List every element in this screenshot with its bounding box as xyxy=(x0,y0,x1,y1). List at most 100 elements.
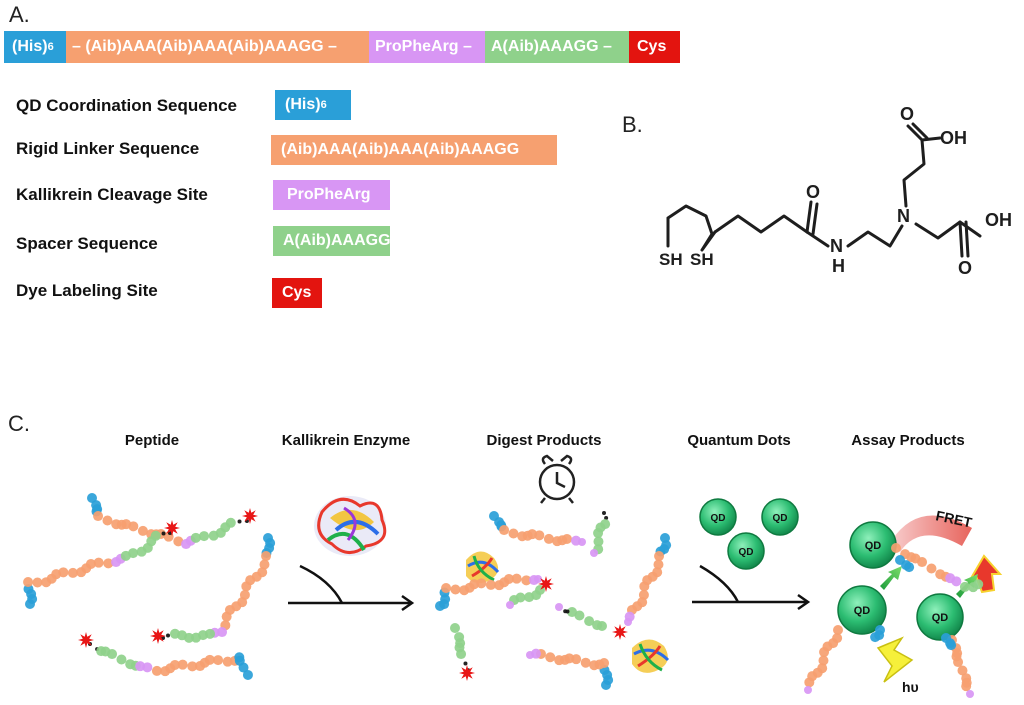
stage-title-digest: Digest Products xyxy=(486,432,602,449)
peptide-bead xyxy=(926,563,937,574)
peptide-bead xyxy=(217,627,228,638)
peptide-bead xyxy=(456,649,467,660)
peptide-bead xyxy=(951,576,962,587)
peptide-bead xyxy=(93,557,104,568)
cleaved-end xyxy=(555,603,563,611)
qd-assay-1-label: QD xyxy=(865,540,882,552)
peptide-bead xyxy=(173,536,184,547)
legend-box-dye: Cys xyxy=(272,278,322,308)
peptide-bead xyxy=(199,531,210,542)
seq-sep-2: – xyxy=(327,38,337,55)
peptide-bead xyxy=(238,662,249,673)
atom-oh2: OH xyxy=(985,210,1012,230)
qd-free-3: QD xyxy=(727,532,765,570)
upper-oh-bond xyxy=(920,136,942,142)
peptide-bead xyxy=(833,625,843,635)
kallikrein-enzyme xyxy=(314,496,387,556)
peptide-bead xyxy=(511,573,522,584)
peptide-bead xyxy=(592,620,603,631)
peptide-bead xyxy=(204,654,215,665)
qd-free-2-label: QD xyxy=(773,513,788,524)
peptide-bead xyxy=(589,660,600,671)
peptide-bead xyxy=(116,654,127,665)
atom-sh2: SH xyxy=(690,250,714,269)
legend-box-linker-text: (Aib)AAA(Aib)AAA(Aib)AAAGG xyxy=(281,141,520,158)
dye-label xyxy=(150,628,166,644)
peptide-bead xyxy=(567,607,578,618)
dye-label xyxy=(612,624,628,640)
lower-carbonyl xyxy=(958,220,970,258)
peptide-bead xyxy=(499,525,510,536)
dye-label xyxy=(78,632,94,648)
legend-box-spacer: A(Aib)AAAGG xyxy=(273,226,391,256)
atom-o1: O xyxy=(806,182,820,202)
peptide-bead xyxy=(221,611,232,622)
fret-arrow: FRET xyxy=(892,507,974,552)
peptide-bead xyxy=(102,515,113,526)
atom-sh1: SH xyxy=(659,250,683,269)
peptide-bead xyxy=(137,525,148,536)
peptide-bead xyxy=(819,647,830,658)
cleaved-end xyxy=(804,686,812,694)
dye-label xyxy=(459,665,475,681)
stage-title-peptide: Peptide xyxy=(124,432,180,449)
peptide-bead xyxy=(151,665,162,676)
legend-box-qd-text: (His) xyxy=(285,96,321,113)
cleaved-end xyxy=(590,549,598,557)
peptide-bead xyxy=(904,562,915,573)
peptide-bead xyxy=(213,655,224,666)
dye-label xyxy=(242,508,258,524)
cleaved-end xyxy=(526,651,534,659)
peptide-bead xyxy=(187,661,198,672)
peptide-bead xyxy=(524,592,535,603)
peptide-bead xyxy=(593,528,604,539)
peptide-bead xyxy=(190,532,201,543)
peptide-bead xyxy=(463,661,468,666)
panel-label-a: A. xyxy=(9,2,30,27)
peptide-bead xyxy=(580,657,591,668)
panel-label-b: B. xyxy=(622,112,643,137)
qd-free-3-label: QD xyxy=(739,547,754,558)
peptide-bead xyxy=(128,548,139,559)
peptide-bead xyxy=(450,584,461,595)
legend-box-qd: (His)6 xyxy=(275,90,351,120)
seq-spacer-text: A(Aib)AAAGG xyxy=(491,38,599,55)
seq-sep-4: – xyxy=(603,38,612,55)
peptide-bead xyxy=(804,677,815,688)
peptide-bead xyxy=(561,533,572,544)
peptide-bead xyxy=(593,536,604,547)
peptide-bead xyxy=(961,681,972,692)
peptide-bead xyxy=(85,558,96,569)
enzyme-small-2 xyxy=(632,639,670,673)
peptide-bead xyxy=(259,559,270,570)
peptide-bead xyxy=(107,649,118,660)
peptide-bead xyxy=(142,662,153,673)
legend-box-linker: (Aib)AAA(Aib)AAA(Aib)AAAGG xyxy=(271,135,557,165)
seq-sep-1: – xyxy=(72,38,81,55)
dye-label xyxy=(538,576,554,592)
panel-label-c: C. xyxy=(8,411,30,436)
cleaved-end xyxy=(534,575,542,583)
legend-label-qd: QD Coordination Sequence xyxy=(16,96,238,115)
peptide-bead xyxy=(957,665,968,676)
peptide-bead xyxy=(23,577,34,588)
peptide-bead xyxy=(58,567,69,578)
qd-free-1: QD xyxy=(699,498,737,536)
legend-label-spacer: Spacer Sequence xyxy=(16,234,158,253)
qd-assay-3: QD xyxy=(916,593,964,641)
peptide-bead xyxy=(917,557,928,568)
peptide-bead xyxy=(103,558,114,569)
peptide-bead xyxy=(521,575,532,586)
peptide-bead xyxy=(584,616,595,627)
cleaved-end xyxy=(624,618,632,626)
lower-arm xyxy=(914,220,982,240)
seq-sep-3: – xyxy=(463,38,472,55)
stage-title-assay: Assay Products xyxy=(851,432,965,449)
cleaved-end xyxy=(578,538,586,546)
legend-box-dye-text: Cys xyxy=(282,284,312,301)
amide-carbonyl xyxy=(805,200,819,236)
reaction-arrow-2 xyxy=(692,564,811,611)
peptide-bead xyxy=(959,581,970,592)
